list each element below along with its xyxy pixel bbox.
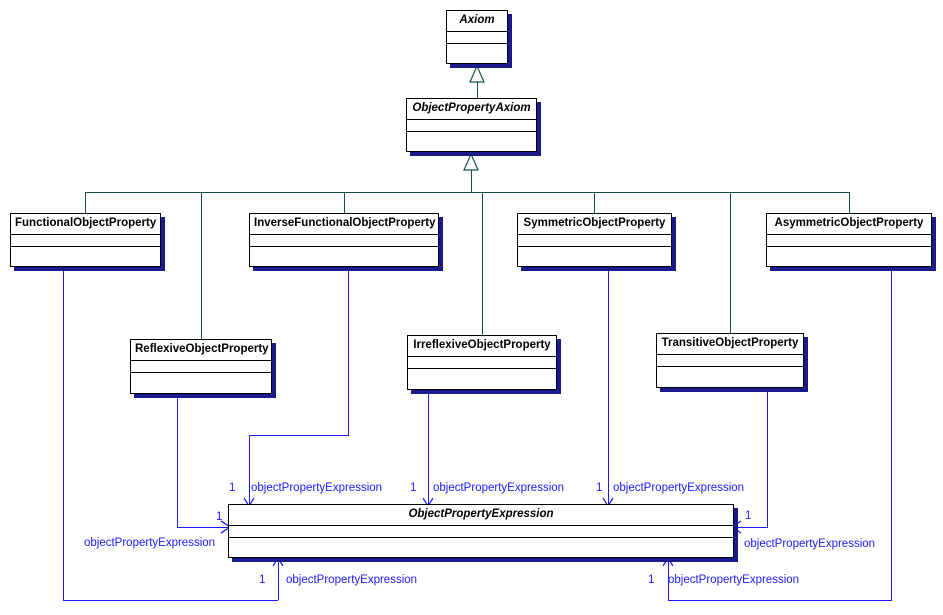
class-name-asymmetricobjectproperty: AsymmetricObjectProperty <box>767 214 931 235</box>
association-line-symmetric-v1 <box>608 268 609 504</box>
association-multiplicity-functional: 1 <box>259 574 266 586</box>
class-attributes-irreflexiveobjectproperty <box>408 357 556 369</box>
class-attributes-inversefunctionalobjectproperty <box>250 235 438 247</box>
association-line-irreflexive-v1 <box>428 390 429 504</box>
association-line-reflexive-h1 <box>177 527 229 528</box>
class-name-reflexiveobjectproperty: ReflexiveObjectProperty <box>131 340 271 361</box>
class-attributes-reflexiveobjectproperty <box>131 361 271 373</box>
association-line-transitive-h1 <box>734 527 768 528</box>
class-box-axiom[interactable]: Axiom <box>446 10 508 64</box>
class-attributes-axiom <box>447 32 507 44</box>
generalization-bus <box>85 192 850 193</box>
association-label-inversefunctional: objectPropertyExpression <box>251 482 383 494</box>
class-attributes-transitiveobjectproperty <box>657 355 803 367</box>
class-box-reflexiveobjectproperty[interactable]: ReflexiveObjectProperty <box>130 339 272 394</box>
association-line-functional-h1 <box>63 600 278 601</box>
class-box-functionalobjectproperty[interactable]: FunctionalObjectProperty <box>10 213 161 267</box>
class-attributes-asymmetricobjectproperty <box>767 235 931 247</box>
class-attributes-objectpropertyaxiom <box>407 120 536 132</box>
association-line-asymmetric-h1 <box>668 600 892 601</box>
generalization-line-objectpropertyaxiom-axiom <box>477 66 478 98</box>
association-line-functional-v1 <box>63 268 64 600</box>
class-box-inversefunctionalobjectproperty[interactable]: InverseFunctionalObjectProperty <box>249 213 439 267</box>
association-line-functional-v2 <box>278 560 279 600</box>
class-box-asymmetricobjectproperty[interactable]: AsymmetricObjectProperty <box>766 213 932 267</box>
association-multiplicity-inversefunctional: 1 <box>229 482 236 494</box>
class-box-transitiveobjectproperty[interactable]: TransitiveObjectProperty <box>656 333 804 388</box>
generalization-drop-asymmetricobjectproperty <box>849 192 850 213</box>
class-attributes-symmetricobjectproperty <box>518 235 671 247</box>
association-label-reflexive: objectPropertyExpression <box>84 537 216 549</box>
association-line-inversefunctional-h1 <box>249 435 349 436</box>
association-line-asymmetric-v1 <box>891 268 892 600</box>
class-name-axiom: Axiom <box>447 11 507 32</box>
class-name-transitiveobjectproperty: TransitiveObjectProperty <box>657 334 803 355</box>
class-box-objectpropertyexpression[interactable]: ObjectPropertyExpression <box>228 504 734 558</box>
class-name-symmetricobjectproperty: SymmetricObjectProperty <box>518 214 671 235</box>
class-name-functionalobjectproperty: FunctionalObjectProperty <box>11 214 160 235</box>
association-label-symmetric: objectPropertyExpression <box>613 482 745 494</box>
association-line-asymmetric-v2 <box>668 559 669 600</box>
association-label-transitive: objectPropertyExpression <box>744 538 876 550</box>
generalization-drop-irreflexiveobjectproperty <box>482 192 483 335</box>
association-label-irreflexive: objectPropertyExpression <box>433 482 565 494</box>
generalization-drop-inversefunctionalobjectproperty <box>344 192 345 213</box>
class-name-objectpropertyaxiom: ObjectPropertyAxiom <box>407 99 536 120</box>
association-label-asymmetric: objectPropertyExpression <box>668 574 800 586</box>
association-line-reflexive-v1 <box>177 394 178 527</box>
association-multiplicity-reflexive: 1 <box>216 511 223 523</box>
class-name-objectpropertyexpression: ObjectPropertyExpression <box>229 505 733 526</box>
generalization-drop-transitiveobjectproperty <box>730 192 731 333</box>
class-attributes-functionalobjectproperty <box>11 235 160 247</box>
association-line-transitive-v1 <box>767 388 768 527</box>
class-box-symmetricobjectproperty[interactable]: SymmetricObjectProperty <box>517 213 672 267</box>
class-box-objectpropertyaxiom[interactable]: ObjectPropertyAxiom <box>406 98 537 152</box>
generalization-stem-objectpropertyaxiom <box>471 167 472 192</box>
generalization-drop-symmetricobjectproperty <box>594 192 595 213</box>
generalization-drop-functionalobjectproperty <box>85 192 86 213</box>
association-multiplicity-irreflexive: 1 <box>410 482 417 494</box>
class-attributes-objectpropertyexpression <box>229 526 733 538</box>
association-line-inversefunctional-v1 <box>348 268 349 435</box>
association-multiplicity-asymmetric: 1 <box>648 574 655 586</box>
class-name-inversefunctionalobjectproperty: InverseFunctionalObjectProperty <box>250 214 438 235</box>
association-multiplicity-symmetric: 1 <box>596 482 603 494</box>
class-box-irreflexiveobjectproperty[interactable]: IrreflexiveObjectProperty <box>407 335 557 390</box>
association-label-functional: objectPropertyExpression <box>286 574 418 586</box>
association-multiplicity-transitive: 1 <box>745 510 752 522</box>
association-line-inversefunctional-v2 <box>249 435 250 504</box>
generalization-drop-reflexiveobjectproperty <box>201 192 202 339</box>
class-name-irreflexiveobjectproperty: IrreflexiveObjectProperty <box>408 336 556 357</box>
